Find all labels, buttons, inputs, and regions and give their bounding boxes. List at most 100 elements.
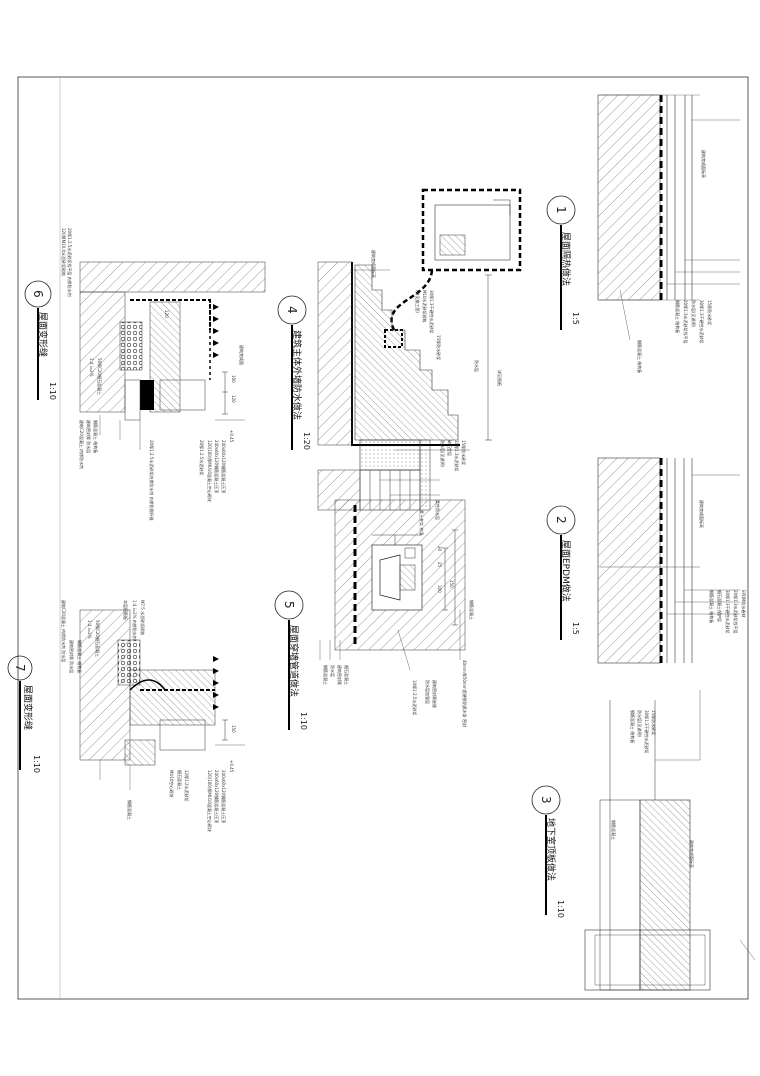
detail-6-dim-100: 100 [231, 375, 236, 383]
detail-5-number: 5 [282, 601, 296, 609]
svg-text:MU10空心砌块: MU10空心砌块 [169, 770, 175, 797]
detail-3-callout [531, 785, 561, 815]
detail-5-scale: 1:10 [299, 712, 308, 730]
svg-text:1:4 i=2%: 1:4 i=2% [87, 620, 92, 639]
svg-text:240x60x120钢筋混凝土压顶: 240x60x120钢筋混凝土压顶 [221, 440, 227, 493]
svg-text:10厚1:3水泥砂浆: 10厚1:3水泥砂浆 [454, 440, 460, 472]
svg-text:M7.5 水泥砂浆砌筑: M7.5 水泥砂浆砌筑 [140, 600, 146, 635]
svg-text:240x60x120钢筋混凝土压顶: 240x60x120钢筋混凝土压顶 [221, 770, 227, 823]
svg-text:120(100)厚MU10混凝土空心砌块: 120(100)厚MU10混凝土空心砌块 [207, 770, 213, 832]
svg-text:30厚1:3干硬性水泥砂浆: 30厚1:3干硬性水泥砂浆 [644, 710, 650, 754]
svg-text:30厚1:3干硬性水泥砂浆: 30厚1:3干硬性水泥砂浆 [699, 300, 705, 344]
svg-text:15厚防水砂浆: 15厚防水砂浆 [651, 710, 657, 735]
detail-6-title: 屋面变形缝 [37, 312, 49, 357]
svg-text:钢筋混凝土: 钢筋混凝土 [127, 800, 133, 820]
detail-5-pipe-flange [379, 554, 401, 601]
detail-7: 150 +0.45 建筑C20混凝土 内掺防水剂 防水层 建筑密封膏 防水层 钢… [7, 600, 245, 832]
detail-6-dim-120: 120 [231, 395, 236, 403]
detail-3: 15厚防水砂浆 30厚1:3干硬性水泥砂浆 防水层(见说明) 钢筋混凝土 结构板… [531, 690, 756, 991]
detail-3-wall [639, 799, 691, 991]
detail-5: 30 25 100 150 钢筋混凝土 40mm厚50mm宽硬质防腐木条 密封 … [274, 499, 475, 730]
svg-text:30厚1:3干硬性水泥砂浆: 30厚1:3干硬性水泥砂浆 [725, 590, 731, 634]
svg-text:120厚M10.0水泥砂浆砌筑: 120厚M10.0水泥砂浆砌筑 [61, 228, 67, 276]
detail-4-callout [277, 295, 307, 325]
detail-2-title: 屋面EPDM做法 [560, 540, 572, 602]
svg-text:钢筋混凝土: 钢筋混凝土 [469, 600, 475, 620]
svg-text:防水层: 防水层 [330, 665, 336, 677]
svg-text:钢筋混凝土 结构板: 钢筋混凝土 结构板 [93, 420, 99, 453]
detail-6: 100 120 +0.45 120厚M10.0水泥砂浆砌筑 20厚1:2.5水泥… [24, 228, 266, 521]
svg-text:15厚防水砂浆: 15厚防水砂浆 [461, 440, 467, 465]
svg-text:细石混凝土保护层: 细石混凝土保护层 [717, 590, 723, 622]
detail-1-scale: 1:5 [571, 312, 580, 325]
svg-text:建筑完成面标高: 建筑完成面标高 [701, 150, 707, 178]
svg-text:240x60x120钢筋混凝土压顶: 240x60x120钢筋混凝土压顶 [214, 770, 220, 823]
svg-text:120: 120 [164, 310, 169, 318]
detail-1: 建筑完成面标高 15厚防水砂浆 30厚1:3干硬性水泥砂浆 防水层(见说明) 2… [546, 94, 740, 373]
svg-text:1:4 i=2% 内掺防水剂: 1:4 i=2% 内掺防水剂 [132, 600, 138, 640]
svg-text:防水层(见说明): 防水层(见说明) [637, 710, 643, 738]
svg-text:EPDM防水卷材: EPDM防水卷材 [741, 590, 747, 617]
svg-text:40mm厚50mm宽硬质防腐木条 密封: 40mm厚50mm宽硬质防腐木条 密封 [462, 660, 468, 727]
svg-text:本层配筋板: 本层配筋板 [123, 600, 129, 620]
svg-text:20厚1:2.5水泥砂浆: 20厚1:2.5水泥砂浆 [199, 440, 205, 475]
svg-text:详见图纸: 详见图纸 [497, 370, 503, 386]
detail-7-gravel [117, 639, 141, 686]
svg-text:50厚C20细石混凝土: 50厚C20细石混凝土 [95, 620, 101, 657]
svg-text:建筑密封膏 防水层: 建筑密封膏 防水层 [86, 420, 92, 453]
svg-text:20厚1:2.5水泥砂浆找平层 内掺防水剂: 20厚1:2.5水泥砂浆找平层 内掺防水剂 [67, 228, 73, 297]
detail-5-callout [274, 590, 304, 620]
detail-2-scale: 1:5 [571, 622, 580, 635]
detail-4-title: 建筑主体外墙防水做法 [291, 330, 303, 420]
detail-5-dim-150: 150 [449, 580, 454, 588]
svg-text:防水层加强层: 防水层加强层 [425, 680, 431, 704]
detail-4-scale: 1:20 [302, 432, 311, 450]
svg-text:钢筋混凝土 结构板: 钢筋混凝土 结构板 [675, 300, 681, 333]
detail-4: 建筑完成面标高 15厚防水砂浆 30厚1:3干硬性水泥砂浆 M10水泥砂浆砌筑 … [277, 188, 522, 535]
svg-text:防水层(见说明): 防水层(见说明) [440, 440, 446, 468]
detail-1-slab [597, 94, 661, 301]
svg-text:建筑完成面标高: 建筑完成面标高 [699, 500, 705, 528]
detail-3-title: 地下室顶板做法 [545, 818, 557, 881]
svg-text:15厚防水砂浆: 15厚防水砂浆 [436, 335, 442, 360]
svg-text:防水层(见说明): 防水层(见说明) [691, 300, 697, 328]
svg-text:20厚1:3水泥砂浆找平层: 20厚1:3水泥砂浆找平层 [683, 300, 689, 344]
svg-text:钢筋混凝土 结构板: 钢筋混凝土 结构板 [630, 710, 636, 743]
svg-text:钢筋混凝土: 钢筋混凝土 [611, 820, 617, 840]
detail-7-title: 屋面变形缝 [22, 685, 34, 730]
svg-text:(详见施工图): (详见施工图) [415, 290, 421, 314]
detail-7-number: 7 [13, 664, 27, 672]
svg-text:10厚1:2.5水泥砂浆: 10厚1:2.5水泥砂浆 [412, 680, 418, 715]
svg-text:建筑C20混凝土 内掺防水剂 防水层: 建筑C20混凝土 内掺防水剂 防水层 [61, 600, 67, 662]
detail-6-number: 6 [31, 290, 45, 298]
svg-text:钢筋混凝土 结构板: 钢筋混凝土 结构板 [709, 590, 715, 623]
detail-1-number: 1 [554, 206, 568, 214]
svg-text:建筑C20混凝土 内掺防水剂: 建筑C20混凝土 内掺防水剂 [79, 420, 85, 469]
detail-7-curved-flashing [129, 679, 166, 691]
detail-1-title: 屋面隔热做法 [560, 232, 572, 286]
svg-text:30厚1:3干硬性水泥砂浆: 30厚1:3干硬性水泥砂浆 [429, 290, 435, 334]
detail-2: 建筑完成面标高 EPDM防水卷材 20厚1:3水泥砂浆找平层 30厚1:3干硬性… [546, 457, 747, 664]
svg-text:建筑密封膏 防水层: 建筑密封膏 防水层 [69, 640, 75, 673]
detail-5-dim-25: 25 [437, 562, 442, 568]
detail-6-scale: 1:10 [48, 382, 57, 400]
svg-text:钢筋混凝土 结构板: 钢筋混凝土 结构板 [637, 340, 643, 373]
detail-7-callout [7, 655, 33, 681]
detail-6-callout [24, 280, 52, 308]
detail-2-number: 2 [554, 516, 568, 524]
detail-4-zoom-box [421, 188, 522, 272]
svg-text:50厚C20细石混凝土: 50厚C20细石混凝土 [97, 358, 103, 395]
svg-text:钢筋混凝土 结构板: 钢筋混凝土 结构板 [77, 640, 83, 673]
svg-text:M10水泥砂浆砌筑: M10水泥砂浆砌筑 [422, 290, 428, 323]
detail-6-gravel [119, 321, 143, 371]
svg-text:细石混凝土: 细石混凝土 [177, 770, 183, 790]
detail-2-slab [597, 457, 661, 664]
svg-text:细石混凝土: 细石混凝土 [344, 665, 350, 685]
svg-text:建筑密封膏: 建筑密封膏 [337, 665, 343, 685]
detail-5-dim-100: 100 [437, 585, 442, 593]
detail-2-callout [546, 505, 576, 535]
svg-text:120(100)厚MU10混凝土空心砌块: 120(100)厚MU10混凝土空心砌块 [207, 440, 213, 502]
svg-text:12厚1:2水泥砂浆: 12厚1:2水泥砂浆 [184, 770, 190, 802]
svg-text:20厚1:2.5水泥砂浆内掺防水剂 内掺防裂纤维: 20厚1:2.5水泥砂浆内掺防水剂 内掺防裂纤维 [149, 440, 155, 521]
